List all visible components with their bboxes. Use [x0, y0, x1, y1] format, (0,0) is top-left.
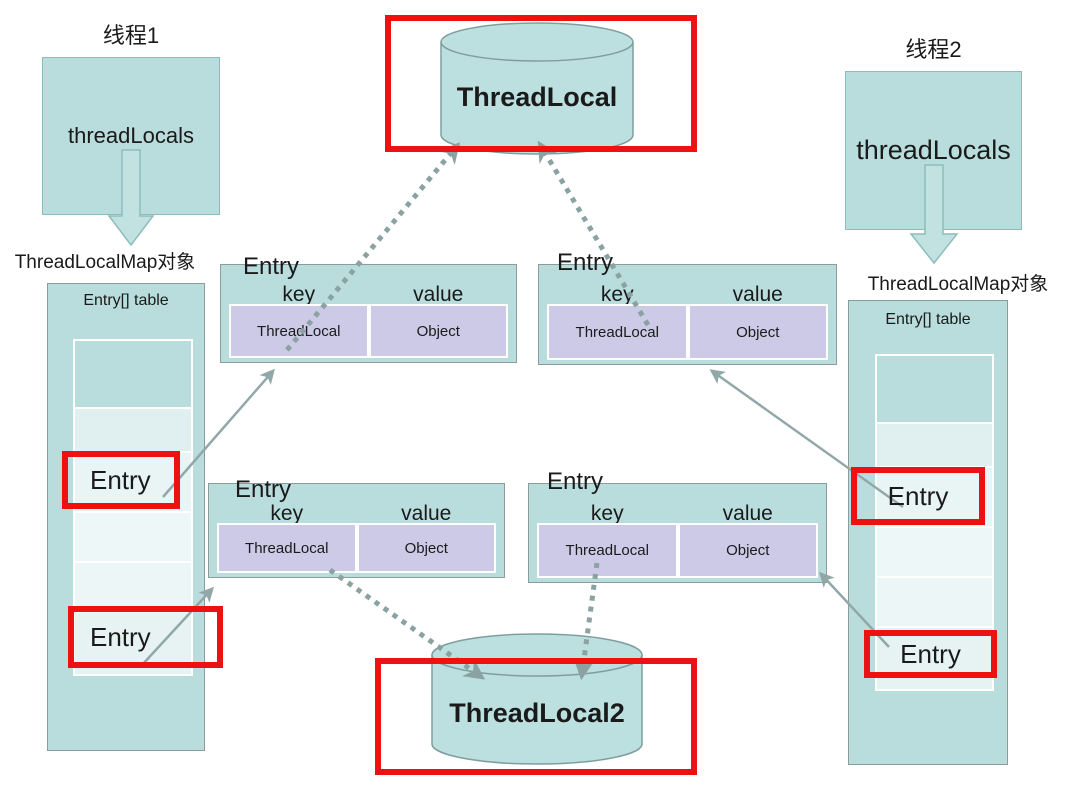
thread2-title: 线程2	[905, 37, 962, 62]
entry-label: Entry	[900, 638, 961, 669]
thread1-threadlocals-label: threadLocals	[68, 123, 194, 148]
key-header: key	[590, 502, 624, 525]
entry-row: ThreadLocal Object	[229, 304, 508, 358]
entry-row: ThreadLocal Object	[217, 523, 496, 573]
left-entry-highlight-2: Entry	[68, 606, 223, 668]
right-entry-highlight-2: Entry	[864, 630, 997, 678]
array-cell	[75, 563, 191, 611]
key-cell: ThreadLocal	[539, 525, 676, 576]
array-cell	[75, 409, 191, 451]
value-header: value	[401, 502, 452, 525]
thread1-title: 线程1	[102, 23, 160, 48]
thread1-box: threadLocals	[42, 57, 220, 215]
value-cell: Object	[689, 306, 826, 358]
key-cell: ThreadLocal	[231, 306, 367, 356]
key-cell: ThreadLocal	[219, 525, 355, 571]
key-cell: ThreadLocal	[549, 306, 686, 358]
entry-table-upper-right: Entry key value ThreadLocal Object	[538, 249, 837, 365]
left-entry-highlight-1: Entry	[62, 451, 180, 509]
entry-label: Entry	[887, 480, 949, 511]
thread2-box: threadLocals	[845, 71, 1022, 230]
key-header: key	[270, 502, 304, 525]
entry-row: ThreadLocal Object	[537, 523, 818, 578]
left-array-header: Entry[] table	[83, 292, 169, 309]
right-entry-array-table: Entry[] table	[848, 300, 1008, 765]
array-cell	[877, 578, 992, 626]
thread1-map-label: ThreadLocalMap对象	[14, 252, 196, 273]
entry-table-upper-left: Entry key value ThreadLocal Object	[220, 253, 517, 363]
value-cell: Object	[370, 306, 506, 356]
left-entry-array-table: Entry[] table	[47, 283, 205, 751]
value-cell: Object	[679, 525, 816, 576]
thread2-map-label: ThreadLocalMap对象	[867, 274, 1049, 295]
array-cell	[877, 628, 992, 689]
top-cylinder-label: ThreadLocal	[456, 82, 618, 112]
right-entry-highlight-1: Entry	[851, 467, 985, 525]
thread2-threadlocals-label: threadLocals	[856, 135, 1011, 165]
array-cell	[75, 341, 191, 407]
entry-label: Entry	[90, 621, 151, 652]
array-cell	[75, 513, 191, 561]
array-cell	[877, 424, 992, 466]
entry-table-lower-left: Entry key value ThreadLocal Object	[208, 476, 505, 578]
value-cell: Object	[358, 525, 494, 571]
bottom-cylinder-label: ThreadLocal2	[449, 698, 625, 728]
entry-label: Entry	[90, 464, 151, 495]
entry-row: ThreadLocal Object	[547, 304, 828, 360]
entry-table-title: Entry	[557, 249, 614, 276]
array-cell	[877, 528, 992, 576]
entry-table-title: Entry	[235, 476, 292, 503]
entry-table-lower-right: Entry key value ThreadLocal Object	[528, 468, 827, 583]
entry-table-title: Entry	[547, 468, 604, 495]
entry-table-title: Entry	[243, 253, 300, 280]
right-array-header: Entry[] table	[885, 311, 971, 328]
array-cell	[877, 356, 992, 422]
value-header: value	[732, 283, 783, 306]
